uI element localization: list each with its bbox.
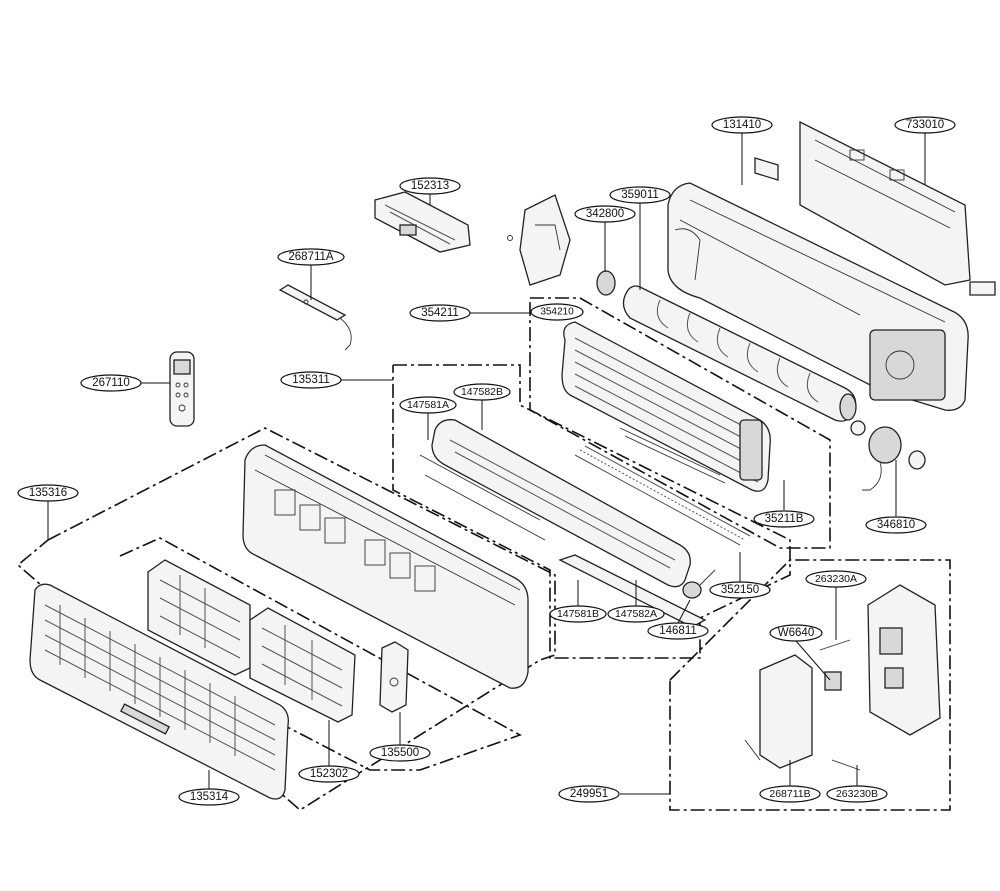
callout-352150: 352150 xyxy=(709,581,771,599)
callout-label: 135500 xyxy=(381,747,419,759)
callout-152313: 152313 xyxy=(399,177,461,195)
deodorizing-filter xyxy=(374,191,471,253)
bearing xyxy=(596,270,616,296)
callout-135316: 135316 xyxy=(17,484,79,502)
callout-354210: 354210 xyxy=(530,303,584,321)
callout-label: 135314 xyxy=(190,791,229,803)
control-box xyxy=(744,584,941,771)
callout-label: 147582B xyxy=(461,386,503,398)
callout-W6640: W6640 xyxy=(769,624,823,642)
callout-249951: 249951 xyxy=(558,785,620,803)
callout-label: 359011 xyxy=(621,189,659,201)
callout-147582A: 147582A xyxy=(607,605,665,623)
louver-guide xyxy=(558,554,707,628)
callout-label: 346810 xyxy=(877,519,915,531)
group-outline-control-box xyxy=(669,559,951,811)
callout-268711B: 268711B xyxy=(759,785,821,803)
callout-267110: 267110 xyxy=(80,374,142,392)
callout-342800: 342800 xyxy=(574,205,636,223)
clip-part xyxy=(754,157,779,181)
callout-131410: 131410 xyxy=(711,116,773,134)
remote-control xyxy=(169,351,195,427)
drain-pan xyxy=(419,419,691,588)
air-filters xyxy=(147,559,356,723)
callout-label: 147581B xyxy=(557,608,599,620)
evaporator xyxy=(561,321,771,492)
leader-lines xyxy=(47,132,926,795)
callout-label: 147581A xyxy=(407,399,449,411)
front-frame xyxy=(242,444,529,689)
fan-housing-side xyxy=(507,194,571,286)
callout-label: 249951 xyxy=(570,788,608,800)
fan-motor xyxy=(850,420,926,491)
callout-152302: 152302 xyxy=(298,765,360,783)
callout-label: W6640 xyxy=(778,627,814,639)
callout-label: 268711B xyxy=(769,788,810,800)
callout-label: 135311 xyxy=(292,374,330,386)
callout-359011: 359011 xyxy=(609,186,671,204)
callout-263230B: 263230B xyxy=(826,785,888,803)
callout-label: 354211 xyxy=(421,307,459,319)
callout-135314: 135314 xyxy=(178,788,240,806)
callout-label: 146811 xyxy=(659,625,697,637)
cross-flow-fan xyxy=(622,285,857,422)
group-outline-filters xyxy=(119,537,522,771)
callout-35211B: 35211B xyxy=(753,510,815,528)
callout-label: 263230B xyxy=(836,788,878,800)
callout-346810: 346810 xyxy=(865,516,927,534)
callout-135311: 135311 xyxy=(280,371,342,389)
callout-label: 354210 xyxy=(540,307,574,318)
callout-label: 267110 xyxy=(92,377,130,389)
terminal-cover xyxy=(379,641,409,713)
callout-label: 268711A xyxy=(288,251,334,263)
mounting-plate xyxy=(799,120,996,296)
callout-354211: 354211 xyxy=(409,304,471,322)
callout-label: 152313 xyxy=(411,180,449,192)
callout-label: 131410 xyxy=(723,119,761,131)
chassis xyxy=(667,182,969,411)
callout-147581B: 147581B xyxy=(549,605,607,623)
callout-label: 135316 xyxy=(29,487,67,499)
callout-268711A: 268711A xyxy=(277,248,345,266)
callout-label: 35211B xyxy=(765,513,804,525)
drain-hose xyxy=(574,445,751,546)
group-outline-evaporator xyxy=(529,297,831,549)
callout-label: 352150 xyxy=(721,584,759,596)
callout-146811: 146811 xyxy=(647,622,709,640)
callout-733010: 733010 xyxy=(894,116,956,134)
callout-label: 342800 xyxy=(586,208,624,220)
callout-147582B: 147582B xyxy=(453,383,511,401)
display-pcb xyxy=(278,284,352,351)
callout-147581A: 147581A xyxy=(399,396,457,414)
step-motor xyxy=(682,569,716,599)
callout-263230A: 263230A xyxy=(805,570,867,588)
callout-label: 263230A xyxy=(815,573,857,585)
callout-label: 733010 xyxy=(906,119,944,131)
front-grille xyxy=(29,583,289,800)
callout-label: 147582A xyxy=(615,608,657,620)
callout-135500: 135500 xyxy=(369,744,431,762)
callout-label: 152302 xyxy=(310,768,348,780)
